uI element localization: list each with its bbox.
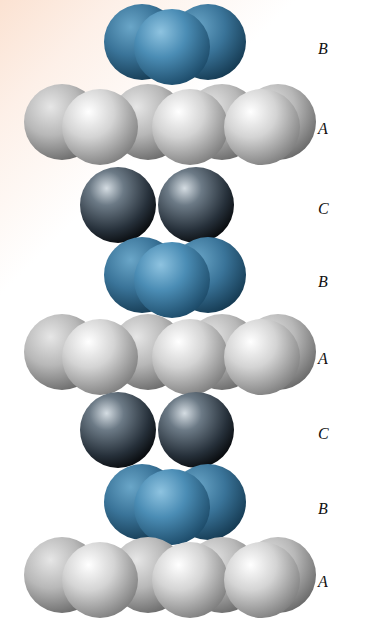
- layer-label: A: [318, 351, 328, 367]
- a-layer-sphere: [62, 319, 138, 395]
- a-layer-sphere: [62, 89, 138, 165]
- layer-label: C: [318, 201, 329, 217]
- a-layer-sphere: [152, 542, 228, 618]
- b-layer-sphere: [134, 469, 210, 545]
- c-layer-sphere: [80, 167, 156, 243]
- a-layer-sphere: [224, 89, 300, 165]
- a-layer-sphere: [224, 542, 300, 618]
- layer-label: A: [318, 574, 328, 590]
- b-layer-sphere: [134, 242, 210, 318]
- layer-label: C: [318, 426, 329, 442]
- layer-label: B: [318, 501, 328, 517]
- a-layer-sphere: [152, 89, 228, 165]
- layer-label: A: [318, 121, 328, 137]
- a-layer-sphere: [62, 542, 138, 618]
- a-layer-sphere: [152, 319, 228, 395]
- c-layer-sphere: [80, 392, 156, 468]
- layer-label: B: [318, 41, 328, 57]
- c-layer-sphere: [158, 167, 234, 243]
- c-layer-sphere: [158, 392, 234, 468]
- layer-label: B: [318, 274, 328, 290]
- b-layer-sphere: [134, 9, 210, 85]
- a-layer-sphere: [224, 319, 300, 395]
